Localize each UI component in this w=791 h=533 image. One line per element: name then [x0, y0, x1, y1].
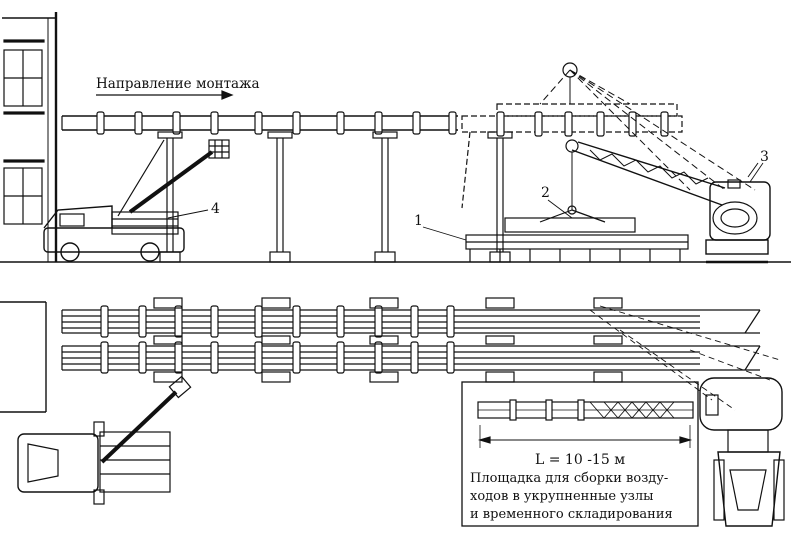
duct-flange — [174, 341, 183, 374]
duct-flange — [628, 111, 637, 137]
duct-flange — [292, 341, 301, 374]
aerial-truck-plan — [17, 375, 192, 505]
legend-line-2: ходов в укрупненные узлы — [470, 489, 654, 504]
label-3: 3 — [760, 149, 769, 165]
duct-flange — [254, 305, 263, 338]
duct-flange — [292, 305, 301, 338]
support-pad — [261, 371, 291, 383]
duct-flange — [254, 111, 263, 135]
duct-flange — [374, 111, 383, 135]
support-base — [374, 251, 396, 263]
duct-flange — [100, 341, 109, 374]
legend-line-3: и временного складирования — [470, 507, 673, 522]
label-1: 1 — [414, 213, 423, 229]
duct-flange — [410, 305, 419, 338]
crane-plan — [699, 377, 785, 527]
crawler-crane — [565, 139, 771, 264]
duct-flanges-plan — [100, 305, 455, 374]
support-pad — [261, 297, 291, 309]
support-pad — [593, 371, 623, 383]
duct-flange — [172, 111, 181, 135]
duct-flange — [410, 341, 419, 374]
length-label: L = 10 -15 м — [535, 452, 625, 468]
duct-flange — [596, 111, 605, 137]
support-brace — [117, 139, 165, 217]
support-pad — [485, 297, 515, 309]
support-pad — [593, 335, 623, 345]
support-pad — [369, 371, 399, 383]
support-cap — [267, 131, 293, 139]
duct-flange — [174, 305, 183, 338]
support-pad — [369, 335, 399, 345]
pipe-supports — [117, 131, 513, 263]
label-4: 4 — [211, 201, 220, 217]
direction-label: Направление монтажа — [96, 76, 260, 92]
duct-flange — [138, 305, 147, 338]
duct-flange — [292, 111, 301, 135]
assembly-area-box — [461, 381, 699, 527]
duct-flange — [534, 111, 543, 137]
assembled-duct-element — [477, 399, 694, 421]
support-pad — [485, 335, 515, 345]
support-cap — [157, 131, 183, 139]
plan-view — [0, 297, 785, 527]
duct-flange — [254, 341, 263, 374]
direction-arrow — [96, 90, 234, 100]
elevation-view — [0, 12, 791, 264]
leader-3 — [749, 162, 764, 183]
support-pad — [369, 297, 399, 309]
length-dimension — [477, 425, 693, 448]
duct-flange — [448, 111, 457, 135]
support-base — [159, 251, 181, 263]
leader-1 — [422, 226, 467, 241]
building — [2, 12, 58, 262]
label-2: 2 — [541, 185, 550, 201]
duct-flange — [564, 111, 573, 137]
leader-2 — [547, 199, 573, 219]
legend-line-1: Площадка для сборки возду- — [470, 471, 668, 486]
duct-flange — [100, 305, 109, 338]
lifted-duct-element — [504, 205, 636, 233]
crane-swing-plan — [589, 305, 781, 411]
duct-flange — [210, 111, 219, 135]
support-base — [269, 251, 291, 263]
duct-flange — [138, 341, 147, 374]
duct-flange — [134, 111, 143, 135]
support-pad — [153, 297, 183, 309]
duct-flange — [336, 111, 345, 135]
duct-flange — [374, 341, 383, 374]
lifted-duct-flanges — [496, 111, 669, 137]
duct-flange — [96, 111, 105, 135]
installed-duct — [61, 111, 458, 135]
support-pad — [485, 371, 515, 383]
duct-flange — [412, 111, 421, 135]
duct-flange — [374, 305, 383, 338]
duct-flange — [446, 341, 455, 374]
duct-flange — [496, 111, 505, 137]
support-pad — [261, 335, 291, 345]
leader-4 — [167, 209, 209, 219]
support-pad — [153, 335, 183, 345]
aerial-platform-truck — [43, 139, 230, 262]
assembly-stand — [465, 234, 689, 262]
duct-flange — [336, 341, 345, 374]
support-pad — [593, 297, 623, 309]
duct-flange — [446, 305, 455, 338]
support-cap — [372, 131, 398, 139]
crane-rigging — [539, 69, 756, 191]
duct-flange — [210, 341, 219, 374]
duct-flange — [210, 305, 219, 338]
building-wall-plan — [0, 301, 47, 413]
duct-flange — [336, 305, 345, 338]
